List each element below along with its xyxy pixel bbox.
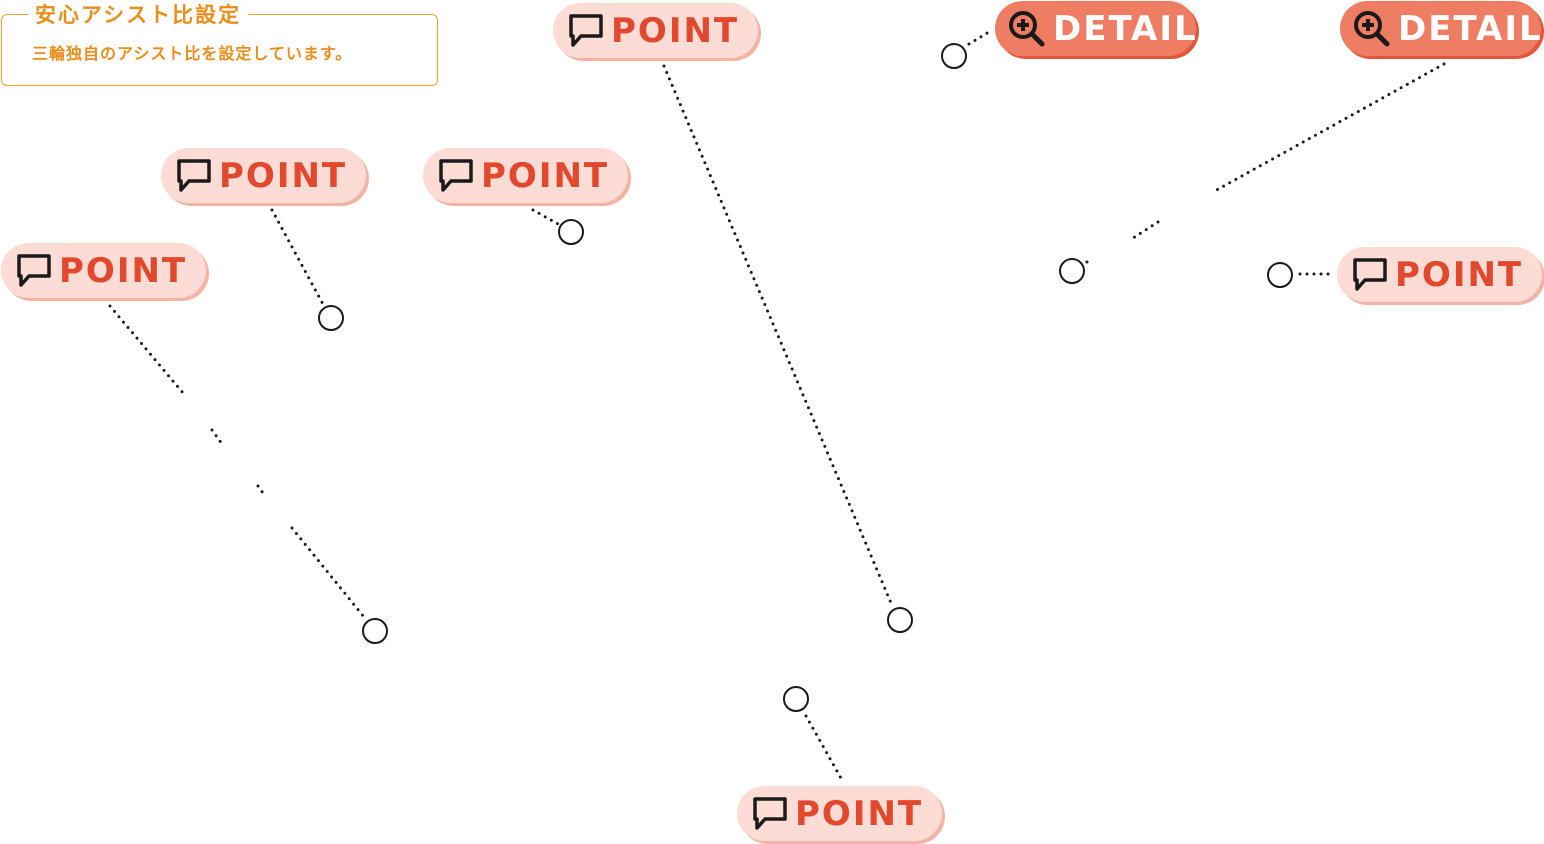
point-button-left[interactable]: POINT — [1, 243, 206, 298]
point-label: POINT — [795, 793, 924, 834]
speech-bubble-icon — [175, 157, 213, 195]
callout-title: 安心アシスト比設定 — [28, 1, 249, 29]
zoom-in-icon — [1352, 9, 1392, 49]
assist-ratio-callout: 安心アシスト比設定 三輪独自のアシスト比を設定しています。 — [1, 1, 438, 86]
point-button-upper-middle[interactable]: POINT — [423, 148, 628, 203]
hotspot-marker[interactable] — [941, 43, 967, 69]
speech-bubble-icon — [567, 12, 605, 50]
zoom-in-icon — [1007, 9, 1047, 49]
hotspot-marker[interactable] — [1059, 258, 1085, 284]
point-button-upper-left[interactable]: POINT — [161, 148, 366, 203]
speech-bubble-icon — [751, 795, 789, 833]
hotspot-marker[interactable] — [783, 686, 809, 712]
speech-bubble-icon — [1351, 256, 1389, 294]
point-label: POINT — [1395, 254, 1524, 295]
point-button-bottom[interactable]: POINT — [737, 786, 942, 841]
speech-bubble-icon — [437, 157, 475, 195]
hotspot-marker[interactable] — [318, 305, 344, 331]
hotspot-marker[interactable] — [887, 607, 913, 633]
point-button-top-center[interactable]: POINT — [553, 3, 758, 58]
point-label: POINT — [611, 10, 740, 51]
point-label: POINT — [481, 155, 610, 196]
hotspot-marker[interactable] — [362, 618, 388, 644]
hotspot-marker[interactable] — [1267, 262, 1293, 288]
point-label: POINT — [219, 155, 348, 196]
point-label: POINT — [59, 250, 188, 291]
detail-label: DETAIL — [1053, 8, 1198, 49]
detail-button-right[interactable]: DETAIL — [1340, 1, 1541, 56]
detail-label: DETAIL — [1398, 8, 1543, 49]
detail-button-center[interactable]: DETAIL — [995, 1, 1196, 56]
callout-description: 三輪独自のアシスト比を設定しています。 — [32, 44, 353, 63]
point-button-right[interactable]: POINT — [1337, 247, 1542, 302]
hotspot-marker[interactable] — [558, 219, 584, 245]
speech-bubble-icon — [15, 252, 53, 290]
